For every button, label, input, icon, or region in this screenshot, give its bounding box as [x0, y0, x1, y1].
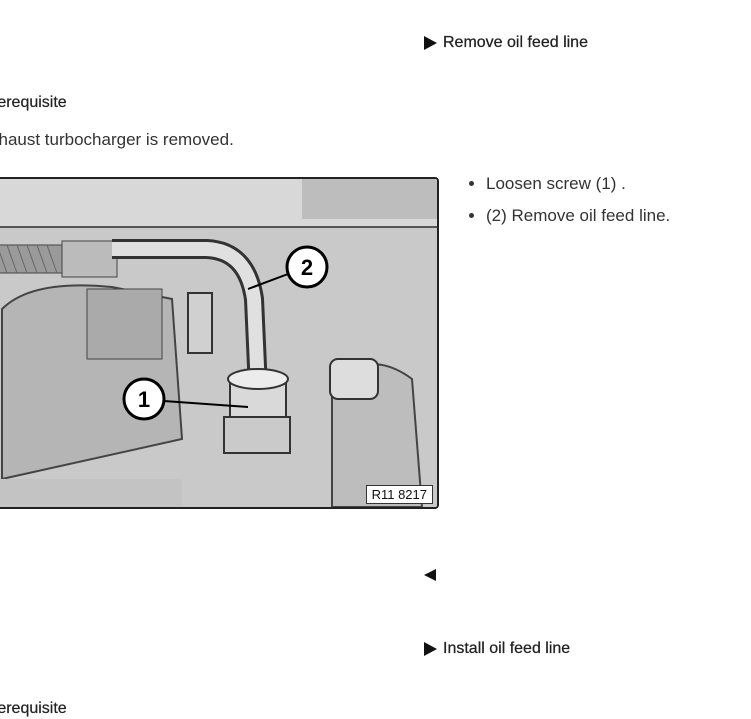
expand-triangle-icon [424, 36, 437, 50]
callout-2: 2 [301, 255, 313, 280]
figure-label: R11 8217 [365, 485, 433, 504]
illustration-figure: 1 2 R11 8217 [0, 177, 439, 509]
prerequisite-heading: rerequisite [0, 94, 67, 111]
callout-1: 1 [138, 387, 150, 412]
section-title: Remove oil feed line [443, 34, 588, 51]
list-item: (2) Remove oil feed line. [486, 200, 670, 232]
expand-triangle-icon [424, 642, 437, 656]
prerequisite-text: xhaust turbocharger is removed. [0, 130, 234, 149]
collapse-triangle-icon[interactable] [424, 569, 436, 581]
section-title: Install oil feed line [443, 640, 571, 657]
section-remove-oil-feed-line[interactable]: Remove oil feed line [424, 34, 588, 52]
steps-list: Loosen screw (1) . (2) Remove oil feed l… [466, 168, 670, 232]
turbocharger-oil-line-drawing: 1 2 [0, 179, 437, 507]
section-install-oil-feed-line[interactable]: Install oil feed line [424, 640, 570, 658]
prerequisite-heading: rerequisite [0, 700, 67, 717]
list-item: Loosen screw (1) . [486, 168, 670, 200]
